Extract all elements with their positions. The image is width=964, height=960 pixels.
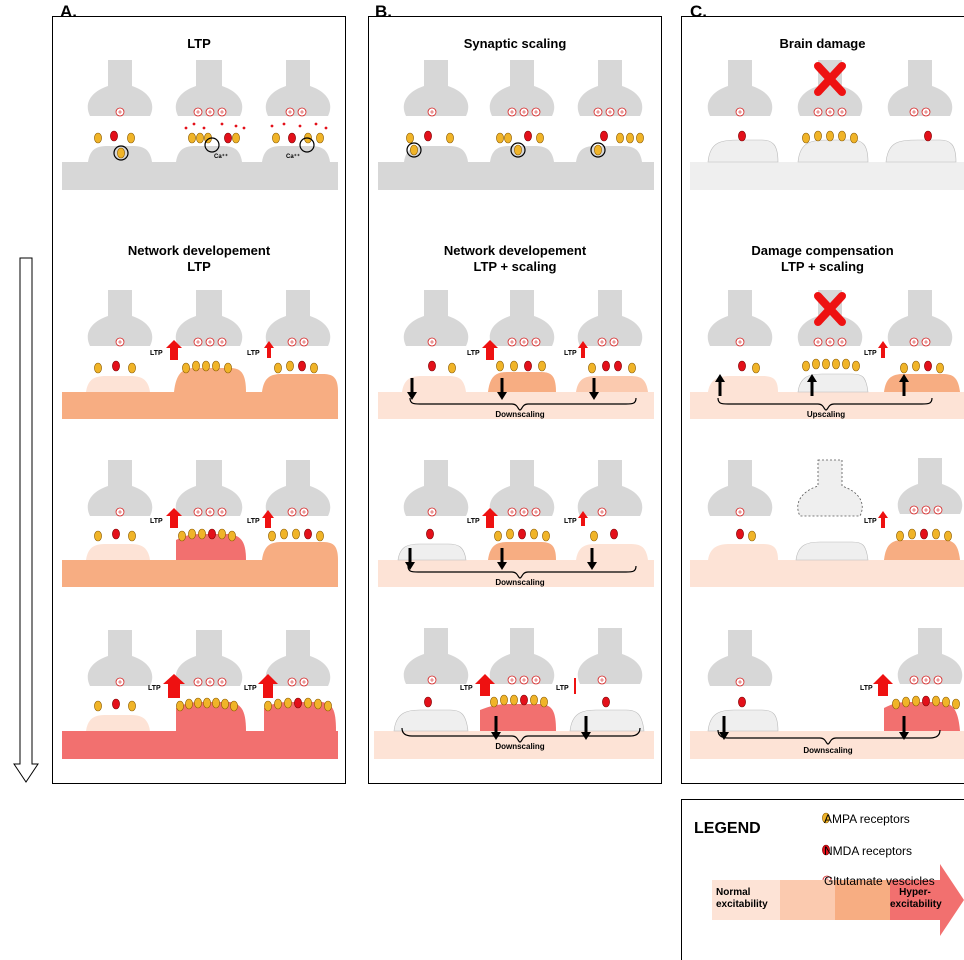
ltp-label: LTP	[247, 350, 260, 357]
downscaling-label: Downscaling	[803, 746, 853, 755]
legend: LEGEND AMPA receptors NMDA receptors Glt…	[681, 799, 964, 960]
ltp-label: LTP	[864, 350, 877, 357]
row-2	[62, 290, 964, 419]
panel-b-mid-title-2: LTP + scaling	[473, 259, 557, 274]
panel-c-label: C.	[690, 2, 707, 21]
panel-a-title: LTP	[187, 36, 211, 51]
panel-b-label: B.	[375, 2, 392, 21]
ltp-label: LTP	[564, 518, 577, 525]
ltp-label: LTP	[150, 350, 163, 357]
row-4-arrows	[163, 674, 941, 745]
row-2-arrows	[166, 340, 933, 411]
downscaling-label: Downscaling	[495, 410, 545, 419]
legend-hyper-label: Hyper-excitability	[890, 887, 942, 910]
panel-a-mid-title-1: Network developement	[127, 243, 271, 258]
excitability-gradient-arrow	[712, 864, 964, 936]
legend-normal-label: Normal excitability	[716, 887, 768, 910]
panel-a	[52, 16, 346, 784]
ltp-label: LTP	[467, 350, 480, 357]
calcium-label: Ca⁺⁺	[214, 154, 229, 160]
panel-c-mid-title-1: Damage compensation	[751, 243, 894, 258]
ltp-label: LTP	[148, 685, 161, 692]
ltp-label: LTP	[467, 518, 480, 525]
panel-c-mid-title-2: LTP + scaling	[781, 259, 864, 274]
panel-b-title: Synaptic scaling	[463, 36, 567, 51]
ltp-label: LTP	[860, 685, 873, 692]
legend-glutamate-label: Gltutamate vescicles	[824, 874, 935, 888]
ltp-label: LTP	[247, 518, 260, 525]
time-arrow-icon	[13, 257, 39, 783]
calcium-label: Ca⁺⁺	[286, 154, 301, 160]
panel-b	[368, 16, 662, 784]
upscaling-label: Upscaling	[806, 410, 846, 419]
legend-ampa-label: AMPA receptors	[824, 812, 910, 826]
ltp-label: LTP	[556, 685, 569, 692]
legend-title: LEGEND	[694, 820, 761, 837]
ltp-label: LTP	[460, 685, 473, 692]
downscaling-label: Downscaling	[495, 742, 545, 751]
ltp-label: LTP	[564, 350, 577, 357]
panel-c	[681, 16, 964, 784]
row-4	[62, 628, 964, 759]
panel-a-mid-title-2: LTP	[187, 259, 211, 274]
panel-c-title: Brain damage	[779, 36, 866, 51]
panel-a-label: A.	[60, 2, 77, 21]
ltp-label: LTP	[864, 518, 877, 525]
downscaling-label: Downscaling	[495, 578, 545, 587]
row-3-arrows	[166, 508, 888, 579]
row-1-receptors	[94, 107, 932, 161]
ltp-label: LTP	[150, 518, 163, 525]
row-1	[62, 60, 964, 190]
ltp-label: LTP	[244, 685, 257, 692]
legend-nmda-label: NMDA receptors	[824, 844, 913, 858]
panel-b-mid-title-1: Network developement	[443, 243, 587, 258]
row-3	[62, 458, 964, 587]
